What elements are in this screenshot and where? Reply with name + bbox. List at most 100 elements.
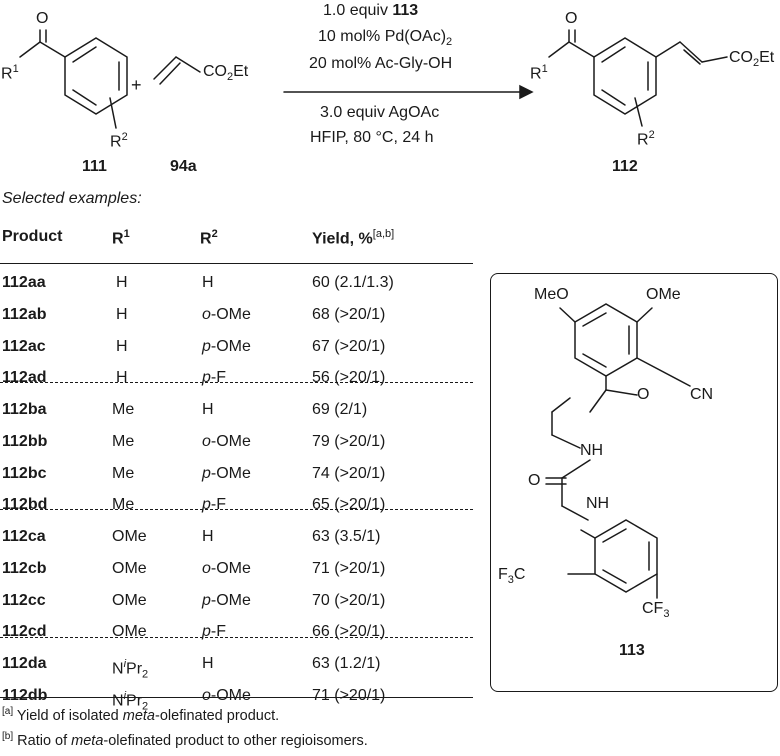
header-r1: R1 bbox=[112, 228, 130, 248]
ligand-cn-label: CN bbox=[690, 386, 714, 403]
product-112-structure bbox=[548, 29, 728, 127]
row-r1: OMe bbox=[112, 623, 147, 640]
row-yield: 65 (>20/1) bbox=[312, 496, 386, 513]
row-product: 112da bbox=[2, 655, 47, 672]
row-product: 112aa bbox=[2, 274, 46, 291]
row-r2: H bbox=[202, 401, 214, 418]
row-r1: Me bbox=[112, 433, 135, 450]
product-112-id: 112 bbox=[612, 158, 638, 175]
reactant-r2-label: R2 bbox=[110, 131, 128, 151]
row-product: 112ba bbox=[2, 401, 47, 418]
condition-additive: 20 mol% Ac-Gly-OH bbox=[309, 55, 453, 72]
row-r1: H bbox=[116, 338, 128, 355]
row-product: 112db bbox=[2, 687, 48, 704]
row-yield: 63 (3.5/1) bbox=[312, 528, 381, 545]
row-product: 112ab bbox=[2, 306, 47, 323]
row-product: 112ca bbox=[2, 528, 46, 545]
ligand-113-id: 113 bbox=[619, 642, 645, 659]
row-product: 112bc bbox=[2, 465, 47, 482]
table-bottom-rule bbox=[0, 697, 473, 698]
ligand-ether-o-label: O bbox=[637, 386, 650, 403]
reactant-94a-ester-label: CO2Et bbox=[203, 63, 249, 84]
row-product: 112cc bbox=[2, 592, 46, 609]
row-r2: H bbox=[202, 655, 214, 672]
row-r1: H bbox=[116, 369, 128, 386]
row-r2: H bbox=[202, 528, 214, 545]
row-r1: Me bbox=[112, 401, 135, 418]
row-product: 112ad bbox=[2, 369, 47, 386]
row-yield: 74 (>20/1) bbox=[312, 465, 386, 482]
plus-sign: + bbox=[131, 75, 142, 95]
ligand-cf3-left-label: F3C bbox=[498, 566, 526, 587]
row-product: 112cd bbox=[2, 623, 47, 640]
table-header-rule bbox=[0, 263, 473, 264]
reactant-111-structure bbox=[19, 29, 128, 129]
header-product: Product bbox=[2, 228, 63, 245]
row-r2: p-OMe bbox=[202, 465, 251, 482]
footnote-a: [a] Yield of isolated meta-olefinated pr… bbox=[2, 706, 280, 724]
row-yield: 68 (>20/1) bbox=[312, 306, 386, 323]
product-ester-label: CO2Et bbox=[729, 49, 775, 70]
condition-catalyst: 10 mol% Pd(OAc)2 bbox=[318, 28, 453, 49]
ligand-carbonyl-o-label: O bbox=[528, 472, 541, 489]
ligand-113-structure bbox=[545, 303, 691, 599]
row-r2: o-OMe bbox=[202, 433, 251, 450]
product-r2-label: R2 bbox=[637, 129, 655, 149]
reactant-94a-id: 94a bbox=[170, 158, 197, 175]
row-r1: OMe bbox=[112, 528, 147, 545]
reactant-r1-label: R1 bbox=[1, 63, 19, 83]
row-r1: OMe bbox=[112, 592, 147, 609]
row-yield: 70 (>20/1) bbox=[312, 592, 386, 609]
row-yield: 69 (2/1) bbox=[312, 401, 368, 418]
ligand-113-box bbox=[490, 273, 778, 692]
product-carbonyl-oxygen-label: O bbox=[565, 10, 578, 27]
row-r1: H bbox=[116, 274, 128, 291]
row-r1: H bbox=[116, 306, 128, 323]
ligand-ome-label: OMe bbox=[646, 286, 681, 303]
header-r2: R2 bbox=[200, 228, 218, 248]
row-r2: p-OMe bbox=[202, 338, 251, 355]
row-yield: 56 (>20/1) bbox=[312, 369, 386, 386]
condition-ligand: 1.0 equiv 113 bbox=[323, 2, 419, 19]
ligand-nh-top-label: NH bbox=[580, 442, 604, 459]
row-product: 112ac bbox=[2, 338, 46, 355]
ligand-nh-bottom-label: NH bbox=[586, 495, 610, 512]
row-yield: 60 (2.1/1.3) bbox=[312, 274, 394, 291]
row-r2: H bbox=[202, 274, 214, 291]
group-divider-3 bbox=[0, 637, 473, 638]
header-yield: Yield, %[a,b] bbox=[312, 228, 395, 248]
row-r1: Me bbox=[112, 496, 135, 513]
row-r2: o-OMe bbox=[202, 306, 251, 323]
row-r2: p-OMe bbox=[202, 592, 251, 609]
ligand-meo-label: MeO bbox=[534, 286, 569, 303]
group-divider-2 bbox=[0, 509, 473, 510]
row-product: 112bd bbox=[2, 496, 48, 513]
row-r1: Me bbox=[112, 465, 135, 482]
row-r2: p-F bbox=[202, 369, 227, 386]
row-yield: 67 (>20/1) bbox=[312, 338, 386, 355]
footnote-b: [b] Ratio of meta-olefinated product to … bbox=[2, 731, 368, 749]
row-yield: 71 (>20/1) bbox=[312, 560, 386, 577]
condition-oxidant: 3.0 equiv AgOAc bbox=[320, 104, 440, 121]
product-r1-label: R1 bbox=[530, 63, 548, 83]
row-yield: 79 (>20/1) bbox=[312, 433, 386, 450]
row-r2: o-OMe bbox=[202, 687, 251, 704]
row-r1: NiPr2 bbox=[112, 690, 149, 713]
row-product: 112cb bbox=[2, 560, 47, 577]
row-r1: NiPr2 bbox=[112, 658, 149, 681]
row-r1: OMe bbox=[112, 560, 147, 577]
row-r2: o-OMe bbox=[202, 560, 251, 577]
carbonyl-oxygen-label: O bbox=[36, 10, 49, 27]
ligand-cf3-right-label: CF3 bbox=[642, 600, 670, 621]
row-product: 112bb bbox=[2, 433, 48, 450]
condition-solvent-temp: HFIP, 80 °C, 24 h bbox=[310, 129, 434, 146]
row-yield: 63 (1.2/1) bbox=[312, 655, 381, 672]
reactant-111-id: 111 bbox=[82, 158, 107, 175]
row-r2: p-F bbox=[202, 496, 227, 513]
row-yield: 71 (>20/1) bbox=[312, 687, 386, 704]
group-divider-1 bbox=[0, 382, 473, 383]
row-r2: p-F bbox=[202, 623, 227, 640]
row-yield: 66 (>20/1) bbox=[312, 623, 386, 640]
selected-examples-label: Selected examples: bbox=[2, 190, 142, 207]
